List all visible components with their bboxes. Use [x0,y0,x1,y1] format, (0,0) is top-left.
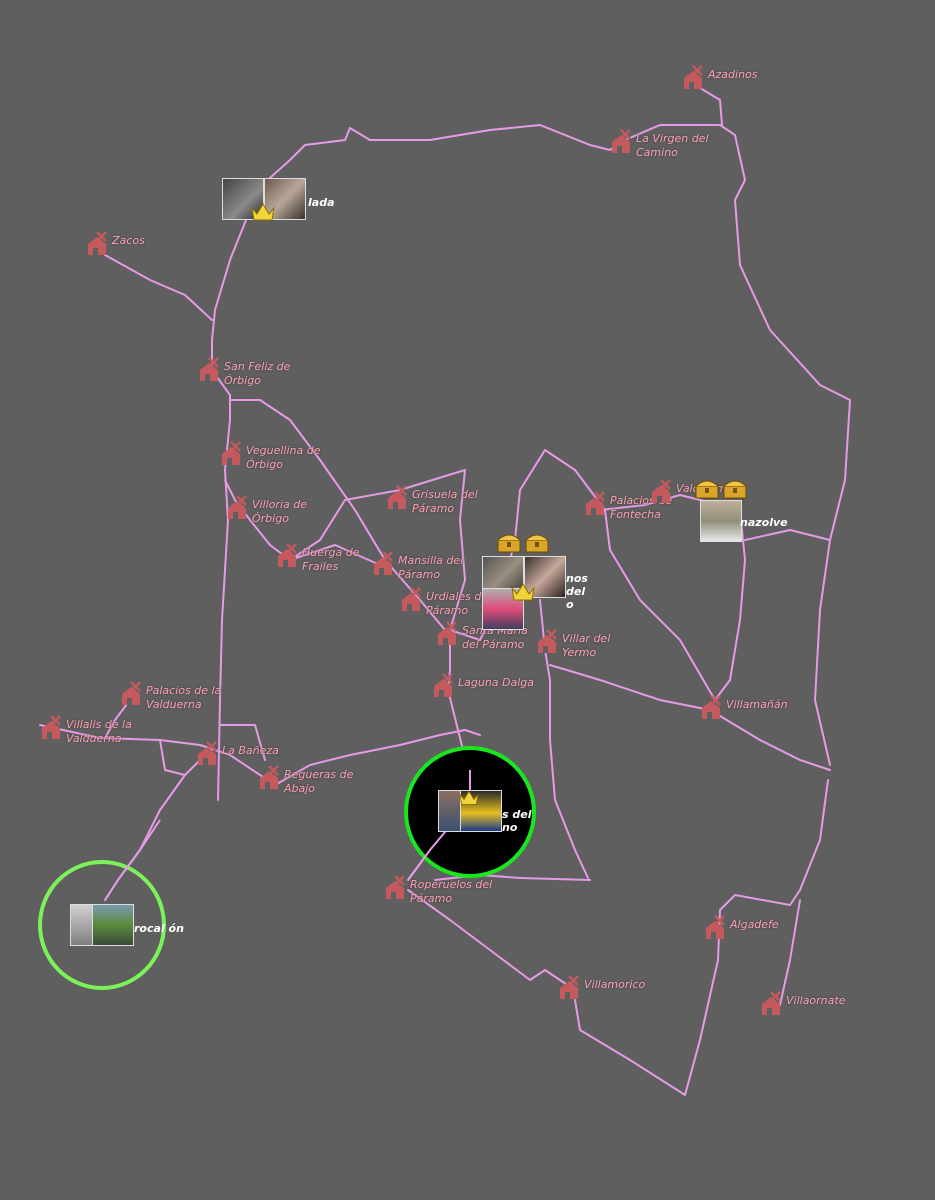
town-villamanan[interactable]: Villamañán [698,694,788,720]
town-label: Zacos [112,234,145,247]
town-grisuela-del-paramo[interactable]: Grisuela del Páramo [384,484,478,516]
windmill-house-icon [612,129,631,153]
windmill-house-icon [200,357,219,381]
town-algadefe[interactable]: Algadefe [702,914,779,940]
player-token-right[interactable]: nazolve [694,478,794,542]
town-roperuelos-del-paramo[interactable]: Roperuelos del Páramo [382,874,492,906]
windmill-house-icon [762,991,781,1015]
player-name: nazolve [740,516,788,529]
windmill-house-icon [88,231,107,255]
treasure-chest-icon [497,534,521,553]
town-label: San Feliz de Órbigo [224,360,291,387]
town-azadinos[interactable]: Azadinos [680,64,758,90]
town-label: Villar del Yermo [562,632,611,659]
town-laguna-dalga[interactable]: Laguna Dalga [430,672,534,698]
windmill-house-icon [222,441,241,465]
windmill-house-icon [374,551,393,575]
treasure-chest-icon [723,480,747,499]
player-name: nos del o [566,572,588,611]
windmill-house-icon [434,673,453,697]
town-label: Villoria de Órbigo [252,498,307,525]
town-label: Algadefe [730,918,779,931]
player-name: s del no [502,808,532,834]
windmill-house-icon [652,479,671,503]
town-label: Laguna Dalga [458,676,535,689]
town-veguellina-de-orbigo[interactable]: Veguellina de Órbigo [218,440,321,472]
town-mansilla-del-paramo[interactable]: Mansilla del Páramo [370,550,463,582]
town-la-virgen-del-camino[interactable]: La Virgen del Camino [608,128,709,160]
player-highlight-ring [38,860,166,990]
player-name: rocal ón [134,922,184,935]
town-label: Grisuela del Páramo [412,488,478,515]
town-label: Regueras de Abajo [284,768,354,795]
town-zacos[interactable]: Zacos [84,230,145,256]
town-urdiales-del-paramo[interactable]: Urdiales d Páramo [398,586,481,618]
town-label: Veguellina de Órbigo [246,444,321,471]
windmill-house-icon [42,715,61,739]
player-avatar [700,500,742,542]
windmill-house-icon [706,915,725,939]
town-label: La Bañeza [222,744,279,757]
town-regueras-de-abajo[interactable]: Regueras de Abajo [256,764,353,796]
town-palacios-de-la-valduerna[interactable]: Palacios de la Valduerna [118,680,221,712]
town-label: Villalís de la Valduerna [66,718,132,745]
town-label: Roperuelos del Páramo [410,878,493,905]
windmill-house-icon [198,741,217,765]
treasure-chest-icon [695,480,719,499]
player-token-center[interactable]: nos del o [480,532,610,632]
town-san-feliz-de-orbigo[interactable]: San Feliz de Órbigo [196,356,290,388]
town-villamorico[interactable]: Villamorico [556,974,645,1000]
town-label: Villaornate [786,994,846,1007]
town-label: Urdiales d Páramo [426,590,482,617]
town-villar-del-yermo[interactable]: Villar del Yermo [534,628,610,660]
town-label: La Virgen del Camino [636,132,709,159]
town-label: Mansilla del Páramo [398,554,464,581]
treasure-chest-icon [525,534,549,553]
windmill-house-icon [388,485,407,509]
town-label: Villamorico [584,978,646,991]
crown-icon [511,583,535,601]
player-name: lada [308,196,335,209]
windmill-house-icon [386,875,405,899]
windmill-house-icon [122,681,141,705]
player-token-bottom-left[interactable]: rocal ón [70,904,190,954]
player-token-top[interactable]: lada [222,178,335,224]
windmill-house-icon [228,495,247,519]
player-avatar [92,904,134,946]
town-villalis-de-la-valduerna[interactable]: Villalís de la Valduerna [38,714,132,746]
town-label: Azadinos [708,68,758,81]
player-avatar [438,790,462,832]
windmill-house-icon [702,695,721,719]
player-token-active[interactable]: s del no [438,788,538,834]
windmill-house-icon [278,543,297,567]
town-villaornate[interactable]: Villaornate [758,990,845,1016]
town-label: Villamañán [726,698,788,711]
town-label: Palacios de la Valduerna [146,684,222,711]
crown-icon [251,203,275,221]
crown-icon [459,790,479,805]
windmill-house-icon [260,765,279,789]
town-la-baneza[interactable]: La Bañeza [194,740,279,766]
windmill-house-icon [586,491,605,515]
town-label: Huerga de Frailes [302,546,360,573]
town-villoria-de-orbigo[interactable]: Villoria de Órbigo [224,494,307,526]
windmill-house-icon [438,621,457,645]
windmill-house-icon [684,65,703,89]
player-avatar [70,904,94,946]
town-huerga-de-frailes[interactable]: Huerga de Frailes [274,542,360,574]
player-avatar [222,178,264,220]
windmill-house-icon [560,975,579,999]
windmill-house-icon [402,587,421,611]
windmill-house-icon [538,629,557,653]
